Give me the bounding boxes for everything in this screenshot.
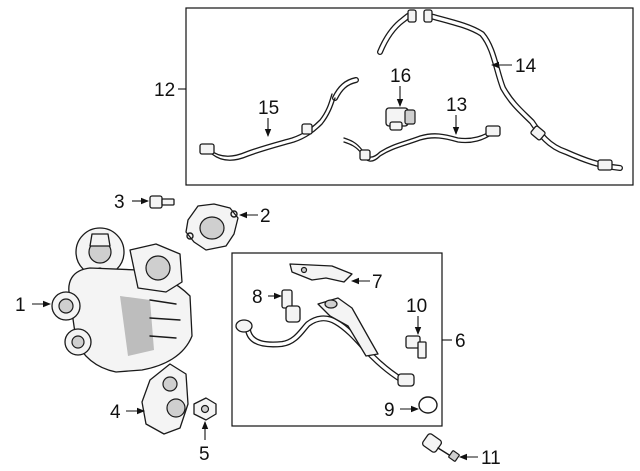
callout-3: 3 bbox=[114, 192, 125, 213]
callout-1: 1 bbox=[15, 295, 26, 316]
banjo-fitting-part-8[interactable] bbox=[281, 289, 301, 323]
callout-6: 6 bbox=[455, 331, 466, 352]
oil-feed-tube-part-6[interactable] bbox=[235, 297, 415, 387]
sensor-harness-part-15[interactable] bbox=[199, 77, 359, 161]
callout-15: 15 bbox=[258, 98, 279, 119]
callout-14: 14 bbox=[515, 56, 537, 77]
sensor-harness-part-13[interactable] bbox=[343, 125, 501, 162]
callout-9: 9 bbox=[384, 400, 395, 421]
gasket-part-2[interactable] bbox=[185, 203, 239, 251]
callout-2: 2 bbox=[260, 206, 271, 227]
leader-lines bbox=[32, 61, 512, 461]
turbocharger-part-1[interactable] bbox=[51, 227, 193, 373]
vacuum-solenoid-part-16[interactable] bbox=[385, 107, 416, 131]
nut-part-5[interactable] bbox=[193, 397, 217, 421]
callout-4: 4 bbox=[110, 402, 121, 423]
callout-11: 11 bbox=[481, 448, 501, 469]
callout-10: 10 bbox=[406, 296, 427, 317]
callout-13: 13 bbox=[446, 95, 467, 116]
stud-part-3[interactable] bbox=[149, 195, 175, 209]
vacuum-hose-part-14[interactable] bbox=[377, 9, 623, 171]
callout-8: 8 bbox=[252, 287, 263, 308]
callout-12: 12 bbox=[154, 80, 175, 101]
o-ring-part-9[interactable] bbox=[418, 396, 438, 414]
callout-5: 5 bbox=[199, 444, 210, 465]
callout-16: 16 bbox=[390, 66, 411, 87]
group-box-12 bbox=[185, 7, 634, 186]
bracket-part-7[interactable] bbox=[289, 263, 353, 283]
heat-shield-part-4[interactable] bbox=[141, 363, 189, 435]
callout-7: 7 bbox=[372, 272, 383, 293]
sensor-part-11[interactable] bbox=[421, 433, 460, 462]
bolt-part-10[interactable] bbox=[405, 335, 427, 359]
